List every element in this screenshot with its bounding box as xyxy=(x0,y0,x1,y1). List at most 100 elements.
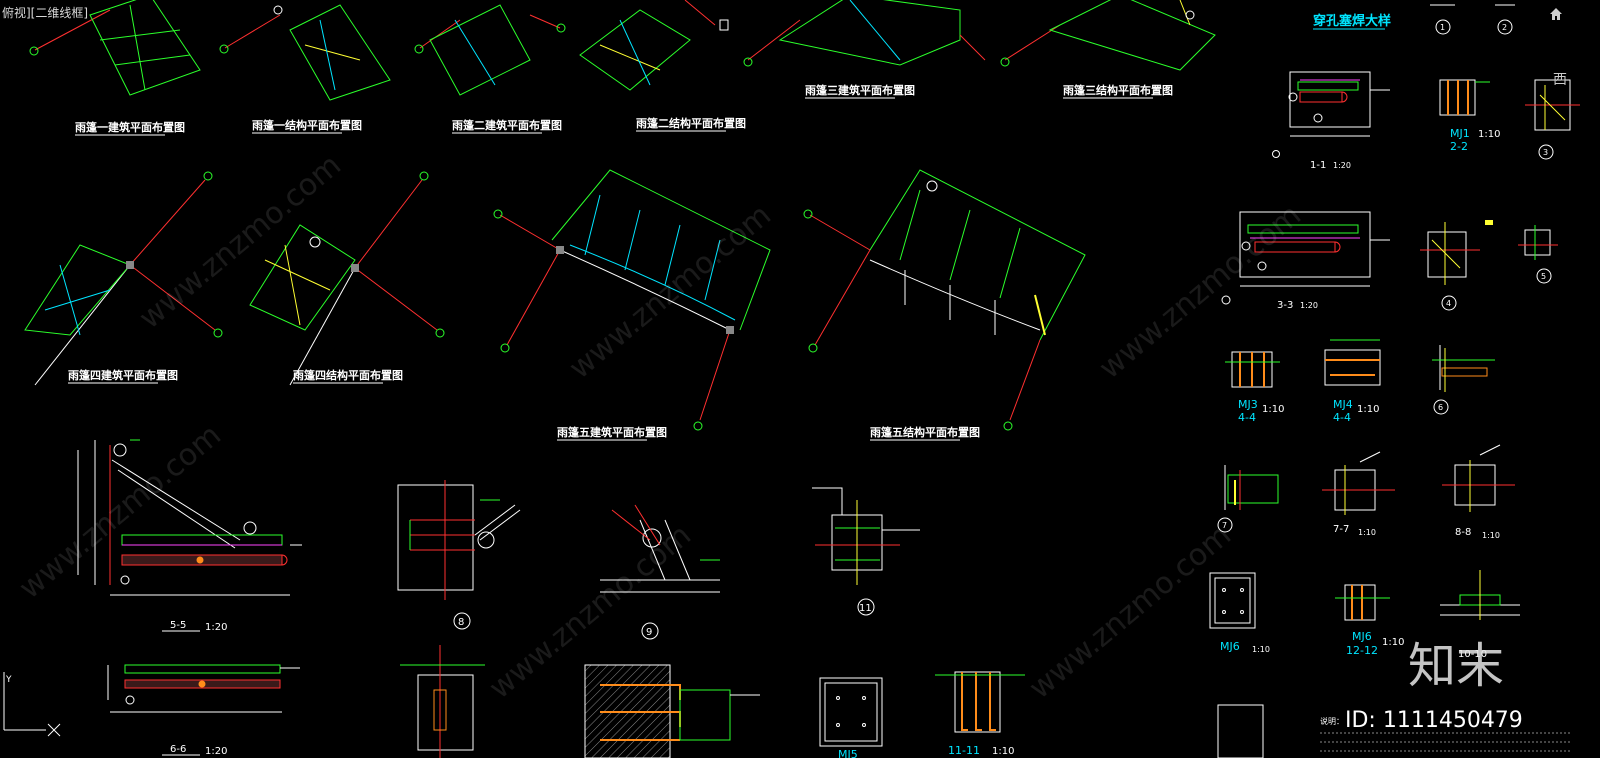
plan-canopy-2-arch xyxy=(414,4,566,96)
title-canopy-2-struct: 雨篷二结构平面布置图 xyxy=(636,116,746,130)
detail-6-marker xyxy=(1433,399,1449,415)
detail-5-number: 5 xyxy=(1541,272,1546,281)
detail-4-marker xyxy=(1441,295,1457,311)
embed-mj5 xyxy=(819,677,883,747)
watermark-logo: 知末 xyxy=(1408,638,1504,694)
detail-7-drawing xyxy=(1224,465,1279,510)
embed-plate-bottom-b xyxy=(1217,704,1264,758)
detail-6-drawing xyxy=(1432,345,1495,392)
detail-11-drawing xyxy=(812,487,920,585)
plan-canopy-3-struct xyxy=(1000,0,1216,71)
watermark-site-6: www.znzmo.com xyxy=(1023,518,1238,707)
embed-mj1-scale: 1:10 xyxy=(1478,129,1500,140)
title-canopy-5-arch: 雨篷五建筑平面布置图 xyxy=(557,425,667,439)
section-11-11-label: 11-11 xyxy=(948,744,980,757)
detail-7-number: 7 xyxy=(1222,521,1227,530)
plan-canopy-1-arch xyxy=(29,0,201,96)
section-2-2-label: 2-2 xyxy=(1450,140,1468,153)
section-8-8-scale: 1:10 xyxy=(1482,531,1500,540)
section-1-1-drawing xyxy=(1272,71,1390,158)
title-canopy-1-struct: 雨篷一结构平面布置图 xyxy=(252,118,362,132)
watermark-id: ID: 1111450479 xyxy=(1345,708,1523,733)
watermark-site-1: www.znzmo.com xyxy=(133,148,348,337)
embed-mj6-drawing-b xyxy=(1335,584,1390,621)
title-canopy-3-arch: 雨篷三建筑平面布置图 xyxy=(805,83,915,97)
detail-8-number: 8 xyxy=(458,617,464,628)
section-5-5-label: 5-5 xyxy=(170,620,186,631)
embed-mj6b-label: MJ6 xyxy=(1352,630,1372,643)
section-5-5-scale: 1:20 xyxy=(205,622,227,633)
detail-7-marker xyxy=(1217,517,1233,533)
home-icon[interactable] xyxy=(1548,6,1564,22)
embed-mj6b-scale: 1:10 xyxy=(1382,637,1404,648)
section-3-3-drawing xyxy=(1221,211,1390,305)
wall-section-bottom xyxy=(584,664,760,758)
section-1-1-scale: 1:20 xyxy=(1333,161,1351,170)
embed-plate-bottom-a xyxy=(400,645,485,758)
embed-mj4-drawing xyxy=(1324,339,1381,386)
detail-3-drawing xyxy=(1525,79,1580,131)
section-11-11-scale: 1:10 xyxy=(992,746,1014,757)
section-7-7-drawing xyxy=(1322,451,1395,515)
embed-mj4-label: MJ4 xyxy=(1333,398,1353,411)
embed-mj6a-scale: 1:10 xyxy=(1252,645,1270,654)
embed-mj3-scale: 1:10 xyxy=(1262,404,1284,415)
plan-canopy-3-arch xyxy=(743,0,986,67)
detail-9-number: 9 xyxy=(646,627,652,638)
plan-canopy-4-struct xyxy=(249,171,445,386)
section-4-4a-label: 4-4 xyxy=(1238,411,1256,424)
section-10-10-drawing xyxy=(1440,570,1520,620)
plan-canopy-5-struct xyxy=(803,169,1086,431)
detail-header: 穿孔塞焊大样 xyxy=(1313,13,1391,29)
detail-9-drawing xyxy=(600,504,720,593)
detail-8-drawing xyxy=(397,480,521,600)
detail-5-marker xyxy=(1536,268,1552,284)
detail-3-number: 3 xyxy=(1543,148,1548,157)
section-1-1-label: 1-1 xyxy=(1310,160,1326,171)
embed-mj6a-label: MJ6 xyxy=(1220,640,1240,653)
embed-mj6-drawing-a xyxy=(1209,572,1256,629)
compass-label[interactable]: 西 xyxy=(1553,72,1567,88)
detail-9-marker xyxy=(641,622,659,640)
embed-mj4-scale: 1:10 xyxy=(1357,404,1379,415)
section-11-11-drawing xyxy=(935,671,1025,733)
title-canopy-4-arch: 雨篷四建筑平面布置图 xyxy=(68,368,178,382)
detail-1-marker xyxy=(1435,19,1451,35)
detail-4-drawing xyxy=(1420,220,1493,285)
section-10-10-label: 10-10 xyxy=(1458,649,1487,660)
section-3-3-scale: 1:20 xyxy=(1300,301,1318,310)
title-canopy-1-arch: 雨篷一建筑平面布置图 xyxy=(75,120,185,134)
detail-5-drawing xyxy=(1518,225,1558,260)
detail-11-marker xyxy=(857,598,875,616)
plan-canopy-2-struct xyxy=(579,0,729,91)
detail-1-number: 1 xyxy=(1440,23,1445,32)
detail-3-marker xyxy=(1538,144,1554,160)
section-12-12-label: 12-12 xyxy=(1346,644,1378,657)
section-6-6-drawing xyxy=(107,664,300,713)
section-7-7-label: 7-7 xyxy=(1333,524,1349,535)
plan-canopy-5-arch xyxy=(493,169,771,431)
viewport-label[interactable]: 俯视][二维线框] xyxy=(2,6,89,20)
title-canopy-5-struct: 雨篷五结构平面布置图 xyxy=(870,425,980,439)
section-6-6-label: 6-6 xyxy=(170,744,186,755)
section-4-4b-label: 4-4 xyxy=(1333,411,1351,424)
ucs-icon: Y xyxy=(3,672,61,737)
section-5-5-drawing xyxy=(77,439,302,596)
plan-canopy-4-arch xyxy=(24,171,223,386)
detail-4-number: 4 xyxy=(1446,299,1451,308)
embed-mj1-drawing xyxy=(1439,79,1490,116)
embed-mj3-label: MJ3 xyxy=(1238,398,1258,411)
section-6-6-scale: 1:20 xyxy=(205,746,227,757)
title-canopy-4-struct: 雨篷四结构平面布置图 xyxy=(293,368,403,382)
section-7-7-scale: 1:10 xyxy=(1358,528,1376,537)
watermark-site-2: www.znzmo.com xyxy=(563,198,778,387)
notes-label: 说明： xyxy=(1320,716,1344,726)
embed-mj3-drawing xyxy=(1225,351,1280,388)
detail-2-number: 2 xyxy=(1502,23,1507,32)
plan-canopy-1-struct xyxy=(219,4,391,101)
detail-6-number: 6 xyxy=(1438,403,1443,412)
detail-11-number: 11 xyxy=(859,603,872,614)
section-3-3-label: 3-3 xyxy=(1277,300,1293,311)
